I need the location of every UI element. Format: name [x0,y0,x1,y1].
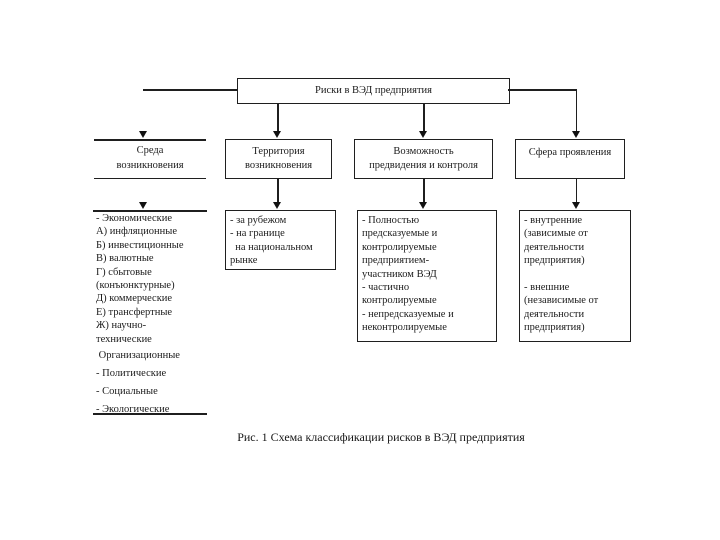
list-line: (зависимые от [524,228,588,240]
connector-line [575,179,577,203]
list-line: на национальном [230,241,313,253]
arrow-down-icon [571,202,580,209]
connector-line [423,179,425,203]
list-line: Организационные [96,350,180,361]
arrow-down-icon [571,131,580,138]
list-line: А) инфляционные [96,226,177,238]
list-line: предприятия) [524,255,585,267]
list-line: - за рубежом [230,215,287,226]
list-line: рынке [230,255,258,267]
list-line: В) валютные [96,253,154,265]
list-line: предприятия) [524,322,585,334]
connector-line [575,89,577,131]
list-line: деятельности [524,308,585,320]
list-line: Г) сбытовые [96,266,152,278]
header-line: Возможность [393,145,454,157]
open-frame-rule [93,413,207,415]
connector-line [277,179,279,203]
arrow-down-icon [419,202,427,209]
connector-line [143,89,237,91]
arrow-down-icon [138,131,147,138]
list-line: контролируемые [362,241,437,253]
list-line: Ж) научно- [96,320,147,332]
list-line: - Социальные [96,385,158,397]
header-line: Территория [252,145,305,157]
open-frame-rule [94,177,206,180]
branch-header-environment: Среда возникновения [94,144,206,173]
list-line: - Политические [96,367,167,379]
list-line: деятельности [524,241,585,253]
root-node: Риски в ВЭД предприятия [237,78,510,104]
list-line: (конъюнктурные) [96,280,175,292]
list-line: (независимые от [524,295,599,307]
arrow-down-icon [273,131,281,138]
list-line: - на границе [230,228,285,240]
list-line: - частично [362,282,410,294]
list-line: Б) инвестиционные [96,239,184,251]
arrow-down-icon [419,131,427,138]
list-line: - Экологические [96,403,170,415]
branch-header-sphere: Сфера проявления [515,139,625,179]
connector-line [423,103,425,131]
list-line: - Полностью [362,215,420,226]
list-line: технические [96,333,152,345]
header-line: Среда [136,145,164,156]
list-territory-types: - за рубежом - на границе на национальном… [225,210,336,270]
list-line: неконтролируемые [362,322,447,334]
arrow-down-icon [273,202,281,209]
branch-header-territory: Территория возникновения [225,139,332,179]
list-line: - внешние [524,282,570,294]
figure-caption: Рис. 1 Схема классификации рисков в ВЭД … [237,430,525,444]
header-line: Сфера проявления [528,147,612,158]
list-line: - непредсказуемые и [362,308,454,320]
connector-line [508,89,577,91]
list-line: - внутренние [524,215,583,226]
connector-line [277,103,279,131]
open-frame-rule [93,210,207,212]
list-line: участником ВЭД [362,268,437,280]
list-line: предприятием- [362,255,430,267]
list-line: Д) коммерческие [96,293,173,305]
list-line: Е) трансфертные [96,306,173,318]
list-line: предсказуемые и [362,228,438,240]
root-node-label: Риски в ВЭД предприятия [315,84,432,96]
list-line [524,268,626,281]
list-line: - Экономические [96,213,173,224]
list-line: контролируемые [362,295,437,307]
open-frame-rule [94,139,206,141]
header-line: возникновения [116,159,184,171]
list-environment-types-extra: Организационные - Политические - Социальны… [96,347,220,419]
header-line: предвидения и контроля [369,160,478,171]
header-line: возникновения [244,160,313,171]
arrow-down-icon [138,202,147,209]
branch-header-predictability: Возможность предвидения и контроля [354,139,493,179]
